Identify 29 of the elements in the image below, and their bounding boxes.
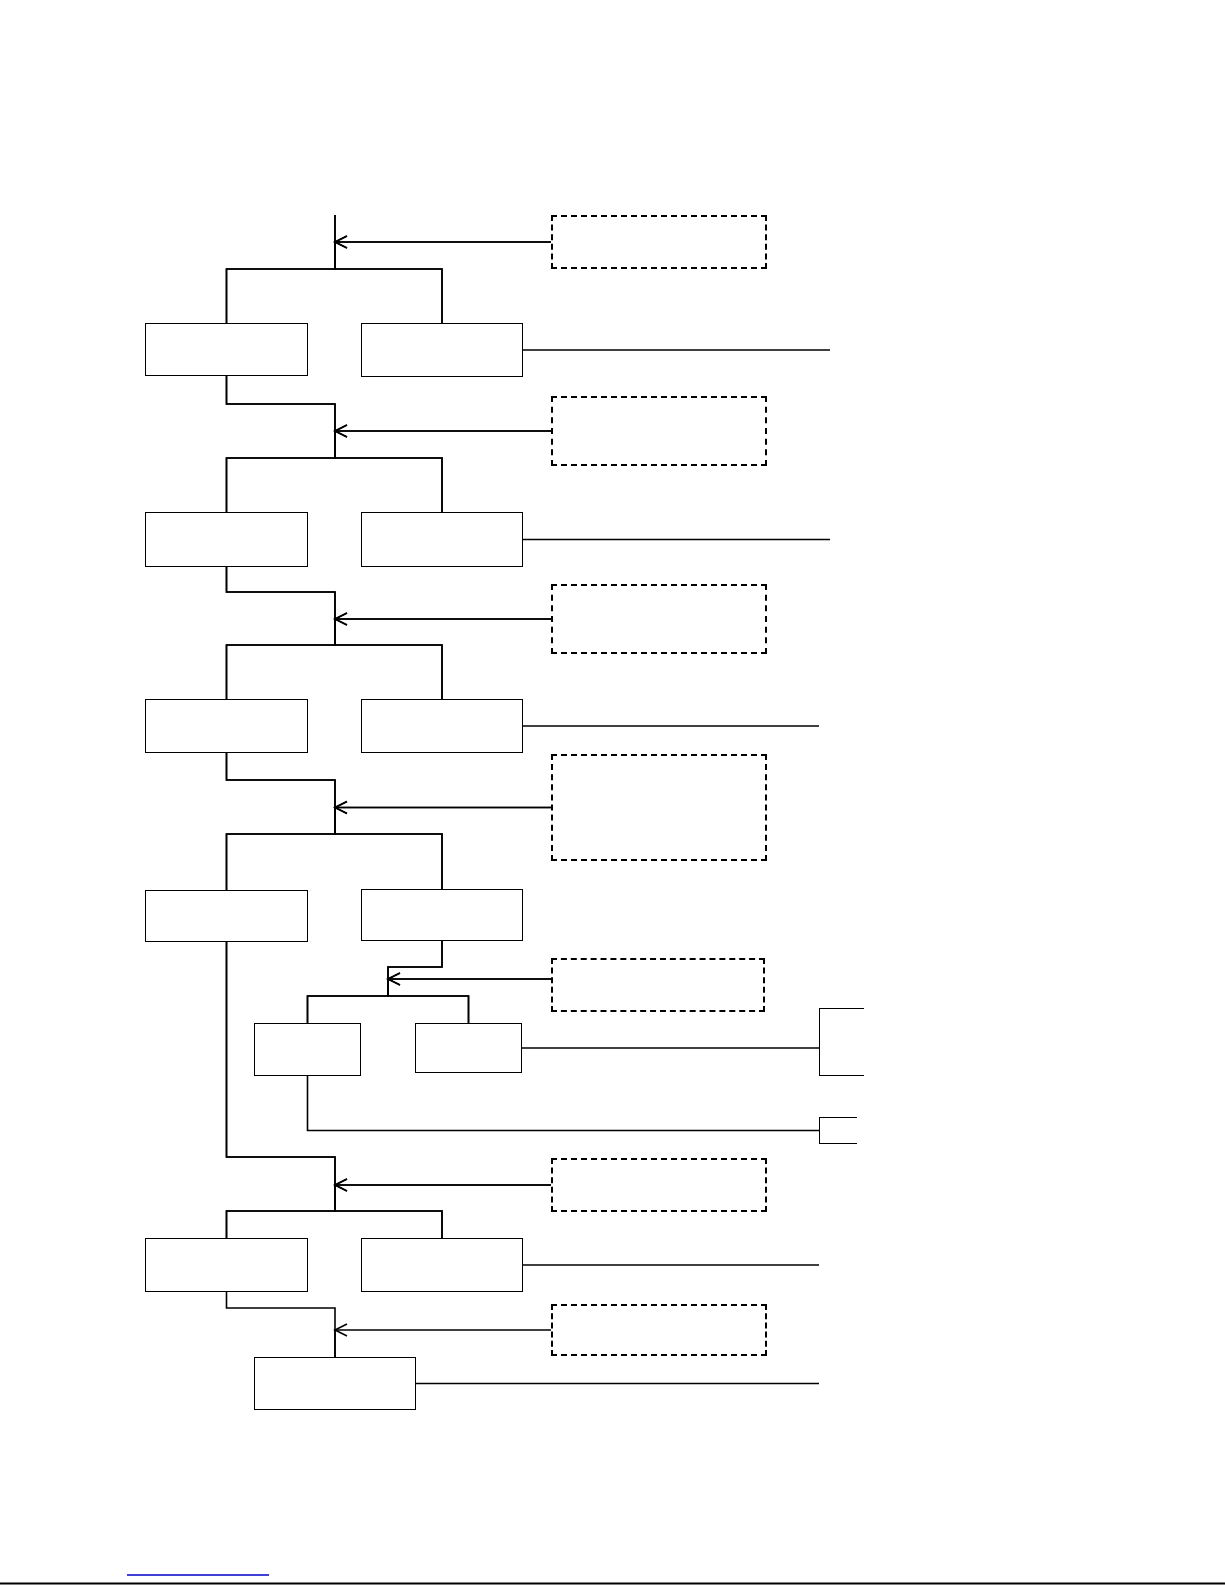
dashed-box [551, 396, 767, 466]
connector-line [521, 1047, 820, 1049]
dashed-box [551, 1158, 767, 1212]
connector-line [415, 1382, 820, 1385]
process-box [361, 699, 523, 753]
process-box [361, 512, 523, 567]
dashed-box [551, 754, 767, 861]
connector-line [522, 1264, 820, 1266]
process-box [361, 889, 523, 941]
process-box [145, 699, 308, 753]
connector-line [522, 349, 831, 351]
dashed-box [551, 584, 767, 654]
dashed-box [551, 215, 767, 269]
process-box [145, 1238, 308, 1292]
connector-line [522, 725, 820, 727]
connector-line [306, 1075, 820, 1132]
dashed-box [551, 1304, 767, 1356]
process-box [361, 1238, 523, 1292]
process-box [361, 323, 523, 377]
process-box [145, 890, 308, 942]
process-box [254, 1357, 416, 1410]
process-box [145, 323, 308, 376]
open-box [819, 1008, 864, 1076]
dashed-box [551, 958, 765, 1012]
open-box [819, 1117, 857, 1144]
process-box [415, 1023, 522, 1073]
process-box [254, 1023, 361, 1076]
process-box [145, 512, 308, 567]
connector-line [522, 538, 831, 541]
